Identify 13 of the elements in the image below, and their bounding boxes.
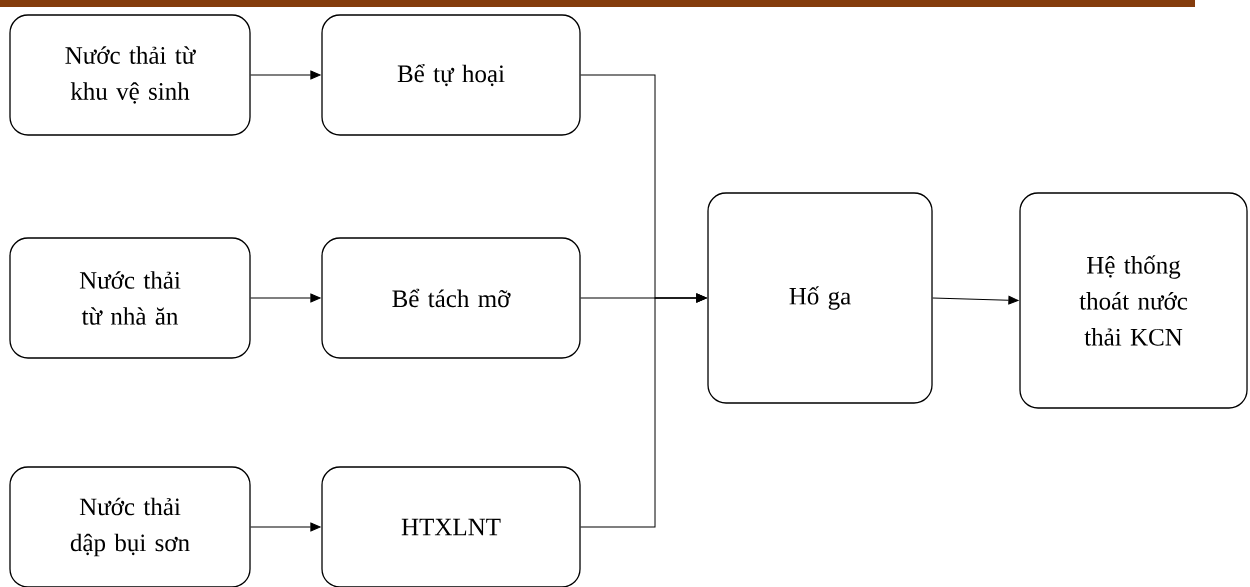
arrow — [250, 293, 321, 303]
arrow — [580, 293, 707, 528]
process-box: Hố ga — [707, 192, 933, 404]
process-box: Bể tự hoại — [321, 14, 581, 136]
process-box: Nước thải từ khu vệ sinh — [9, 14, 251, 136]
process-box: Bể tách mỡ — [321, 237, 581, 359]
arrow — [932, 295, 1019, 305]
process-box: HTXLNT — [321, 466, 581, 587]
process-box: Nước thải từ nhà ăn — [9, 237, 251, 359]
arrow — [250, 522, 321, 532]
process-box: Nước thải dập bụi sơn — [9, 466, 251, 587]
arrow — [250, 70, 321, 80]
process-box: Hệ thống thoát nước thải KCN — [1019, 192, 1248, 409]
